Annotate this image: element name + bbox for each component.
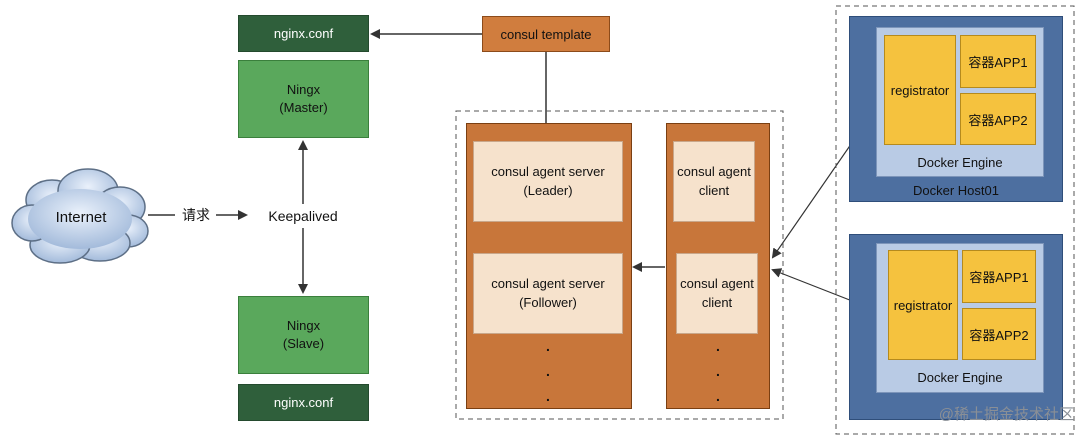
container-app2-host1: 容器APP2 [960, 93, 1036, 145]
follower-role: (Follower) [519, 294, 577, 310]
nginx-slave: Ningx (Slave) [238, 296, 369, 374]
client2-role: client [701, 294, 733, 310]
container-app2-host2: 容器APP2 [962, 308, 1036, 360]
docker-engine-label-2: Docker Engine [917, 369, 1003, 385]
consul-client-1: consul agent client [673, 141, 755, 222]
nginx-slave-name: Ningx [286, 318, 321, 334]
consul-template: consul template [482, 16, 610, 52]
docker-engine-label-1: Docker Engine [917, 154, 1003, 170]
nginx-master-name: Ningx [286, 82, 321, 98]
client1-name: consul agent [677, 163, 751, 179]
client2-name: consul agent [680, 275, 754, 291]
server-ellipsis-2: . [546, 363, 550, 379]
consul-cluster-boundary [455, 110, 784, 420]
client-ellipsis-2: . [716, 363, 720, 379]
follower-name: consul agent server [491, 275, 605, 291]
internet-label: Internet [55, 208, 107, 226]
leader-name: consul agent server [491, 163, 605, 179]
nginx-master: Ningx (Master) [238, 60, 369, 138]
container-app1-host2: 容器APP1 [962, 250, 1036, 303]
container-app1-host1: 容器APP1 [960, 35, 1036, 88]
client-ellipsis-1: . [716, 338, 720, 354]
server-ellipsis-3: . [546, 388, 550, 404]
consul-client-2: consul agent client [676, 253, 758, 334]
docker-boundary [835, 5, 1075, 435]
keepalived-label: Keepalived [268, 208, 338, 224]
watermark: @稀土掘金技术社区 [938, 406, 1074, 423]
nginx-conf-bottom: nginx.conf [238, 384, 369, 421]
leader-role: (Leader) [523, 182, 573, 198]
consul-server-leader: consul agent server (Leader) [473, 141, 623, 222]
nginx-conf-top: nginx.conf [238, 15, 369, 52]
registrator-1: registrator [884, 35, 956, 145]
server-ellipsis-1: . [546, 338, 550, 354]
request-label: 请求 [182, 207, 210, 223]
docker-host-label-1: Docker Host01 [913, 182, 999, 198]
nginx-master-role: (Master) [279, 100, 328, 115]
client1-role: client [698, 182, 730, 198]
client-ellipsis-3: . [716, 388, 720, 404]
nginx-slave-role: (Slave) [282, 336, 325, 351]
consul-server-follower: consul agent server (Follower) [473, 253, 623, 334]
internet-cloud-icon [11, 168, 149, 264]
registrator-2: registrator [888, 250, 958, 360]
